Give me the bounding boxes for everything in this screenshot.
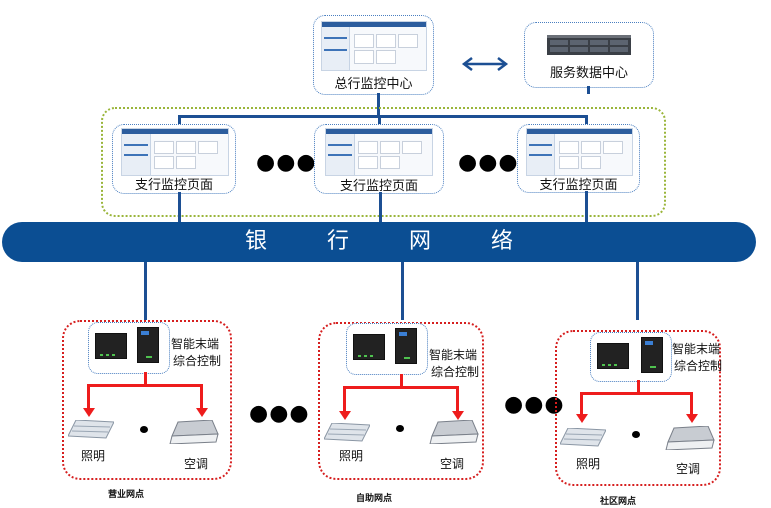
controller-unit-icon xyxy=(137,327,159,363)
hq-link-line xyxy=(377,93,380,117)
ellipsis-icon: ●●● xyxy=(504,392,565,417)
control-line xyxy=(637,380,640,393)
controller-box xyxy=(346,323,428,375)
controller-box xyxy=(88,322,170,374)
controller-label-line: 综合控制 xyxy=(173,354,222,368)
control-line xyxy=(343,386,459,389)
controller-unit-icon xyxy=(641,337,663,373)
site-business-outlet xyxy=(62,320,232,480)
branch-monitor-label: 支行监控页面 xyxy=(134,178,213,193)
controller-label-line: 智能末端 xyxy=(672,342,721,356)
branch-drop-line xyxy=(585,115,588,126)
branch-monitor-label: 支行监控页面 xyxy=(339,179,418,194)
lighting-fixture-icon xyxy=(68,420,114,439)
arrow-down-icon xyxy=(576,414,588,423)
air-conditioner-icon xyxy=(665,426,715,450)
ac-label: 空调 xyxy=(440,457,465,471)
controller-label-line: 智能末端 xyxy=(429,348,478,362)
site-network-line xyxy=(144,262,147,320)
dot-icon xyxy=(632,431,640,438)
controller-label: 智能末端 综合控制 xyxy=(429,347,479,381)
lighting-label: 照明 xyxy=(339,449,364,463)
control-line xyxy=(200,384,203,409)
branch-network-line xyxy=(379,192,382,224)
ac-label: 空调 xyxy=(676,462,701,476)
branch-monitor-group xyxy=(101,107,666,217)
branch-monitor-label: 支行监控页面 xyxy=(539,178,618,193)
control-line xyxy=(690,392,693,415)
site-network-line xyxy=(401,262,404,320)
control-line xyxy=(87,384,90,409)
control-line xyxy=(580,392,693,395)
lighting-fixture-icon xyxy=(324,423,370,442)
controller-box xyxy=(590,332,672,382)
monitor-screenshot xyxy=(526,128,633,176)
site-name-label: 自助网点 xyxy=(356,494,393,504)
lighting-label: 照明 xyxy=(81,449,106,463)
monitor-screenshot xyxy=(121,128,229,176)
datacenter-link-line xyxy=(587,86,590,94)
ac-label: 空调 xyxy=(184,457,209,471)
control-line xyxy=(144,372,147,385)
site-network-line xyxy=(636,262,639,320)
controller-label-line: 综合控制 xyxy=(674,359,723,373)
double-arrow-icon xyxy=(461,57,509,71)
site-name-label: 社区网点 xyxy=(600,497,637,507)
arrow-down-icon xyxy=(686,414,698,423)
controller-label: 智能末端 综合控制 xyxy=(672,341,722,375)
air-conditioner-icon xyxy=(429,420,479,444)
monitor-screenshot xyxy=(325,128,433,176)
branch-network-line xyxy=(178,192,181,224)
arrow-down-icon xyxy=(452,411,464,420)
controller-unit-icon xyxy=(395,328,417,364)
control-line xyxy=(456,386,459,412)
branch-drop-line xyxy=(378,115,381,126)
hq-monitor-center: 总行监控中心 xyxy=(313,15,434,95)
bank-network-bar: 银行网络 xyxy=(2,222,756,262)
controller-label-line: 智能末端 xyxy=(171,337,220,351)
control-board-icon xyxy=(95,333,127,359)
branch-monitor-page: 支行监控页面 xyxy=(112,124,236,194)
control-board-icon xyxy=(353,334,385,360)
air-conditioner-icon xyxy=(169,420,219,444)
branch-monitor-page: 支行监控页面 xyxy=(517,124,640,193)
site-community-outlet xyxy=(555,330,721,486)
site-name-label: 营业网点 xyxy=(108,490,145,500)
arrow-down-icon xyxy=(83,408,95,417)
arrow-down-icon xyxy=(339,411,351,420)
controller-label: 智能末端 综合控制 xyxy=(171,336,221,370)
dot-icon xyxy=(140,426,148,433)
service-data-center-label: 服务数据中心 xyxy=(549,66,628,81)
ellipsis-icon: ●●● xyxy=(249,401,310,426)
service-data-center: 服务数据中心 xyxy=(524,22,654,88)
lighting-fixture-icon xyxy=(560,428,606,447)
monitor-screenshot xyxy=(321,21,427,71)
hq-monitor-center-label: 总行监控中心 xyxy=(334,77,413,92)
branch-monitor-page: 支行监控页面 xyxy=(314,124,444,194)
server-rack-icon xyxy=(547,35,631,55)
lighting-label: 照明 xyxy=(576,457,601,471)
branch-network-line xyxy=(585,191,588,224)
branch-bus-line xyxy=(178,115,586,118)
ellipsis-icon: ●●● xyxy=(458,150,519,175)
control-line xyxy=(87,384,203,387)
control-line xyxy=(343,386,346,412)
control-line xyxy=(580,392,583,415)
controller-label-line: 综合控制 xyxy=(431,365,480,379)
branch-drop-line xyxy=(178,115,181,126)
arrow-down-icon xyxy=(196,408,208,417)
control-line xyxy=(400,374,403,387)
dot-icon xyxy=(396,425,404,432)
control-board-icon xyxy=(597,343,629,369)
ellipsis-icon: ●●● xyxy=(256,150,317,175)
bank-network-label: 银行网络 xyxy=(244,229,573,254)
